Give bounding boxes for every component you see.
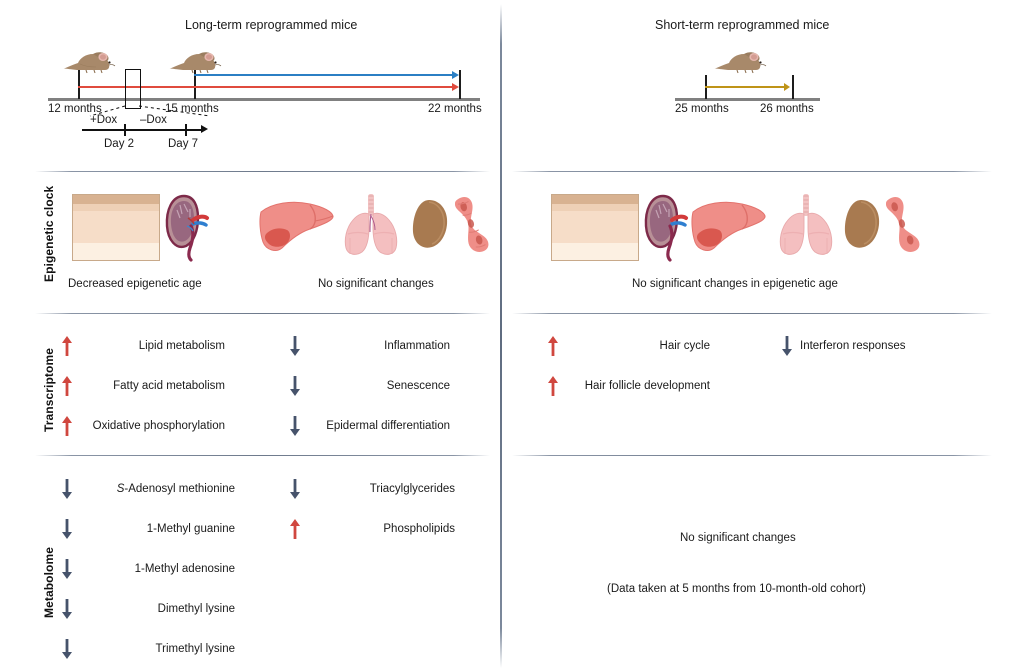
timeline-tick-15mo — [194, 70, 196, 99]
dox-subtimeline-tick-day7 — [185, 124, 187, 136]
timeline-red-line — [78, 86, 452, 88]
transcriptome-left-up-0: Lipid metabolism — [138, 340, 225, 352]
row-divider-metabolome-left — [35, 455, 490, 456]
dox-subtimeline-arrowhead — [201, 125, 208, 133]
dox-window-box — [125, 69, 141, 109]
timeline-red-arrowhead — [452, 82, 459, 91]
metabolome-left-2: 1-Methyl adenosine — [134, 563, 235, 575]
dox-day2-label: Day 2 — [104, 138, 135, 150]
timeline-gold-arrowhead — [784, 82, 790, 91]
up-arrow-icon — [290, 519, 300, 539]
dox-subtimeline-axis — [82, 129, 202, 131]
transcriptome-left-down-2: Epidermal differentiation — [326, 420, 450, 432]
panel-title-short-term: Short-term reprogrammed mice — [655, 18, 830, 32]
mouse-illustration-25mo — [714, 52, 767, 74]
row-label-epigenetic-clock: Epigenetic clock — [42, 185, 56, 282]
lungs-illustration-right — [779, 194, 833, 255]
timeline-label-12mo: 12 months — [48, 103, 102, 115]
transcriptome-right-up-0: Hair cycle — [659, 340, 710, 352]
row-label-metabolome: Metabolome — [42, 546, 56, 618]
metabolome-left2-0: Triacylglycerides — [369, 483, 455, 495]
metabolome-right-main: No significant changes — [680, 532, 796, 544]
dox-subtimeline-tick-day2 — [124, 124, 126, 136]
up-arrow-icon — [62, 336, 72, 356]
timeline-label-26mo: 26 months — [760, 103, 814, 115]
panel-title-long-term: Long-term reprogrammed mice — [185, 18, 358, 32]
panel-column-divider — [500, 4, 502, 668]
timeline-label-15mo: 15 months — [165, 103, 219, 115]
up-arrow-icon — [548, 376, 558, 396]
epigenetic-right-caption: No significant changes in epigenetic age — [632, 278, 838, 290]
row-divider-epigenetic-left — [35, 171, 490, 172]
metabolome-left-1: 1-Methyl guanine — [146, 523, 235, 535]
timeline-axis-left — [48, 98, 480, 101]
transcriptome-left-up-2: Oxidative phosphorylation — [92, 420, 225, 432]
metabolome-right-note: (Data taken at 5 months from 10-month-ol… — [607, 583, 866, 595]
row-divider-metabolome-right — [512, 455, 992, 456]
metabolite-label: -Adenosyl methionine — [124, 483, 235, 495]
liver-illustration-right — [691, 201, 766, 251]
spleen-illustration-right — [844, 200, 880, 248]
metabolome-left-3: Dimethyl lysine — [157, 603, 235, 615]
skin-illustration-left — [72, 194, 160, 261]
transcriptome-right-up-1: Hair follicle development — [584, 380, 710, 392]
down-arrow-icon — [290, 416, 300, 436]
row-divider-transcriptome-right — [512, 313, 992, 314]
timeline-tick-26mo — [792, 75, 794, 99]
timeline-blue-line — [194, 74, 452, 76]
lungs-illustration-left — [344, 194, 398, 255]
down-arrow-icon — [290, 336, 300, 356]
kidney-illustration-left — [165, 194, 209, 262]
down-arrow-icon — [62, 519, 72, 539]
epigenetic-left-caption-b: No significant changes — [318, 278, 434, 290]
transcriptome-left-up-1: Fatty acid metabolism — [113, 380, 225, 392]
timeline-blue-arrowhead — [452, 70, 459, 79]
epigenetic-left-caption-a: Decreased epigenetic age — [68, 278, 202, 290]
up-arrow-icon — [62, 376, 72, 396]
row-divider-transcriptome-left — [35, 313, 490, 314]
transcriptome-left-down-0: Inflammation — [384, 340, 450, 352]
down-arrow-icon — [62, 479, 72, 499]
timeline-label-22mo: 22 months — [428, 103, 482, 115]
transcriptome-right-down-0: Interferon responses — [800, 340, 906, 352]
metabolome-left-4: Trimethyl lysine — [155, 643, 235, 655]
row-label-transcriptome: Transcriptome — [42, 348, 56, 432]
metabolome-left2-1: Phospholipids — [383, 523, 455, 535]
dox-off-label: –Dox — [140, 114, 167, 126]
down-arrow-icon — [290, 376, 300, 396]
spleen-illustration-left — [412, 200, 448, 248]
timeline-label-25mo: 25 months — [675, 103, 729, 115]
dox-callout-connectors — [89, 105, 211, 117]
muscle-illustration-left — [455, 196, 489, 252]
up-arrow-icon — [62, 416, 72, 436]
timeline-tick-12mo — [78, 70, 80, 99]
row-divider-epigenetic-right — [512, 171, 992, 172]
mouse-illustration-12mo — [63, 52, 116, 74]
dox-day7-label: Day 7 — [168, 138, 199, 150]
skin-illustration-right — [551, 194, 639, 261]
dox-on-label: +Dox — [90, 114, 118, 126]
kidney-illustration-right — [644, 194, 688, 262]
mouse-illustration-15mo — [169, 52, 222, 74]
metabolome-left-0: S-Adenosyl methionine — [75, 483, 235, 495]
down-arrow-icon — [62, 639, 72, 659]
metabolite-italic-prefix: S — [116, 483, 125, 495]
down-arrow-icon — [290, 479, 300, 499]
muscle-illustration-right — [886, 196, 920, 252]
liver-illustration-left — [259, 201, 334, 251]
timeline-gold-line — [705, 86, 785, 88]
transcriptome-left-down-1: Senescence — [386, 380, 450, 392]
down-arrow-icon — [62, 559, 72, 579]
down-arrow-icon — [782, 336, 792, 356]
up-arrow-icon — [548, 336, 558, 356]
timeline-tick-22mo — [459, 70, 461, 99]
timeline-axis-right — [675, 98, 820, 101]
down-arrow-icon — [62, 599, 72, 619]
